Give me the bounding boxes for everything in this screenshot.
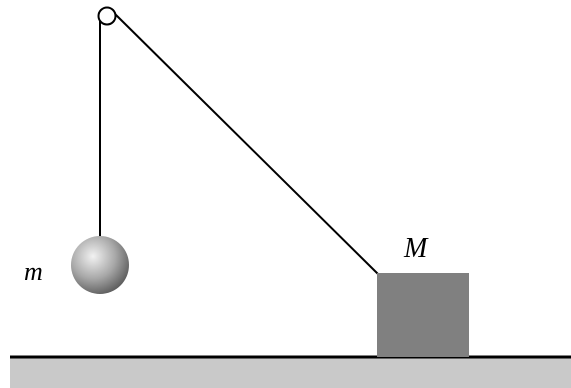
label-small-mass: m (24, 257, 43, 286)
sphere-icon (71, 236, 129, 294)
floor-surface (10, 358, 571, 388)
label-large-mass: M (403, 233, 429, 264)
rope-inclined (111, 10, 379, 275)
pulley-icon (97, 6, 117, 26)
block-icon (377, 273, 469, 357)
